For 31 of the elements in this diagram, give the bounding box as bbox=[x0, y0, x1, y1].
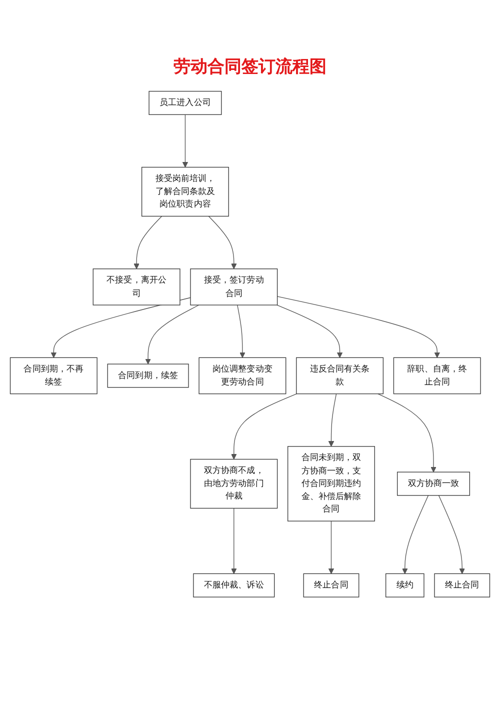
arrow bbox=[378, 393, 436, 472]
node-box: 双方协商不成，由地方劳动部门仲裁 bbox=[190, 458, 278, 509]
arrow bbox=[328, 520, 334, 574]
node-box: 不接受，离开公司 bbox=[92, 268, 180, 306]
node-box: 合同到期，不再续签 bbox=[10, 357, 98, 394]
arrow bbox=[145, 304, 200, 364]
arrow bbox=[134, 216, 162, 270]
node-box: 合同未到期，双方协商一致，支付合同到期违约金、补偿后解除合同 bbox=[288, 446, 375, 522]
node-box: 辞职、自离，终止合同 bbox=[393, 357, 481, 394]
arrow bbox=[208, 216, 237, 270]
node-box: 岗位调整变动变更劳动合同 bbox=[198, 357, 286, 394]
arrow bbox=[402, 495, 429, 574]
arrow bbox=[438, 495, 465, 574]
node-box: 续约 bbox=[386, 573, 424, 598]
node-box: 接受，签订劳动合同 bbox=[190, 268, 278, 306]
node-box: 接受岗前培训，了解合同条款及岗位职责内容 bbox=[141, 166, 229, 217]
node-box: 终止合同 bbox=[303, 573, 360, 598]
arrow bbox=[276, 304, 343, 358]
node-box: 终止合同 bbox=[434, 573, 490, 598]
node-box: 合同到期，续签 bbox=[107, 364, 189, 388]
title: 劳动合同签订流程图 bbox=[174, 56, 326, 78]
arrow bbox=[182, 114, 188, 168]
arrow bbox=[328, 393, 337, 447]
node-box: 不服仲裁、诉讼 bbox=[193, 573, 275, 598]
arrow bbox=[237, 304, 246, 358]
arrow bbox=[231, 508, 237, 574]
arrow bbox=[231, 393, 297, 460]
node-box: 双方协商一致 bbox=[397, 472, 470, 496]
node-box: 违反合同有关条款 bbox=[296, 357, 384, 394]
arrow bbox=[276, 296, 440, 358]
node-box: 员工进入公司 bbox=[148, 90, 222, 115]
